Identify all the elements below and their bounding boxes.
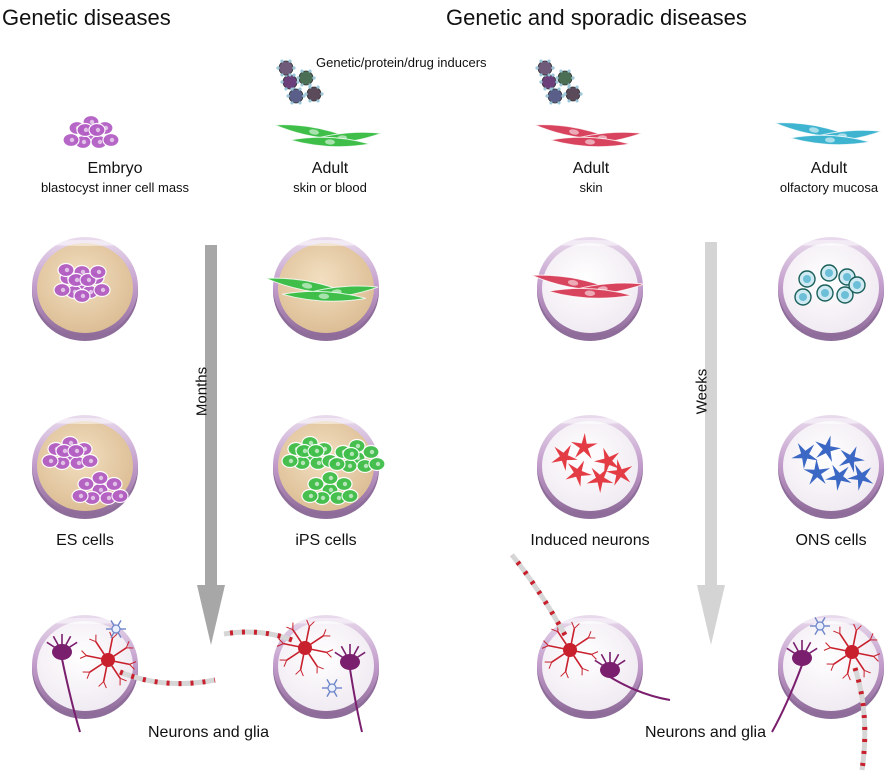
source-title-adult-skin: Adult	[572, 160, 610, 177]
label-ons-cells: ONS cells	[795, 532, 867, 549]
heading-genetic-sporadic-diseases: Genetic and sporadic diseases	[446, 5, 747, 30]
olfactory-neurospheres	[794, 264, 866, 306]
neuron-purple-4	[771, 640, 818, 733]
heading-genetic-diseases: Genetic diseases	[2, 5, 171, 30]
ons-cells-blue	[791, 435, 874, 491]
source-detail-embryo: blastocyst inner cell mass	[40, 180, 190, 195]
glia-4	[810, 616, 830, 636]
dish-neurons-glia-4	[778, 615, 884, 719]
ips-colony-1	[281, 435, 339, 471]
embryo-cell-cluster	[62, 114, 120, 150]
dish-neurons-glia-1	[32, 615, 138, 719]
axon-3	[510, 553, 568, 637]
outcome-neurons-glia-left: Neurons and glia	[148, 724, 269, 741]
neuron-red-4	[823, 623, 881, 681]
es-colony-1	[41, 435, 99, 471]
inducers-label: Genetic/protein/drug inducers	[316, 55, 487, 70]
source-detail-adult-skin: skin	[579, 180, 603, 195]
adult-fibroblasts-green	[274, 124, 382, 148]
outcome-neurons-glia-right: Neurons and glia	[645, 724, 766, 741]
arrow-months	[197, 245, 225, 645]
label-induced-neurons: Induced neurons	[530, 532, 650, 549]
fibroblasts-in-dish-green	[265, 277, 379, 302]
arrow-weeks	[697, 242, 725, 645]
adult-fibroblasts-red	[534, 124, 642, 148]
neuron-red-2	[276, 619, 334, 677]
label-ips-cells: iPS cells	[295, 532, 357, 549]
dish-ons-cells	[778, 415, 884, 519]
source-title-adult-olfactory: Adult	[810, 160, 848, 177]
ips-colony-3	[301, 470, 359, 506]
dish-neurons-glia-3	[537, 615, 643, 719]
glia-1	[106, 619, 126, 639]
axon-4	[852, 667, 868, 771]
source-detail-adult-olfactory: olfactory mucosa	[779, 180, 879, 195]
fibroblasts-in-dish-red	[531, 274, 645, 299]
source-title-adult-skin-blood: Adult	[311, 160, 349, 177]
axon-2	[223, 629, 293, 643]
source-detail-adult-skin-blood: skin or blood	[293, 180, 367, 195]
induced-neurons-red	[551, 433, 633, 493]
ips-colony-2	[328, 438, 386, 474]
label-es-cells: ES cells	[56, 532, 114, 549]
neuron-red-3	[541, 621, 599, 679]
neuron-purple-3	[594, 652, 671, 701]
inducer-molecules-left	[276, 59, 324, 105]
inducer-molecules-right	[535, 59, 583, 105]
source-title-embryo: Embryo	[87, 160, 143, 177]
arrow-label-weeks: Weeks	[693, 368, 711, 415]
dish-induced-neurons	[537, 415, 643, 519]
arrow-label-months: Months	[193, 366, 211, 417]
neuron-purple-2	[334, 644, 366, 733]
olfactory-cells-blue	[774, 122, 882, 146]
glia-2	[322, 678, 342, 698]
neuron-purple-1	[46, 634, 81, 733]
embryo-colony-in-dish	[53, 262, 111, 304]
es-colony-2	[71, 470, 129, 506]
axon-1	[119, 669, 216, 687]
